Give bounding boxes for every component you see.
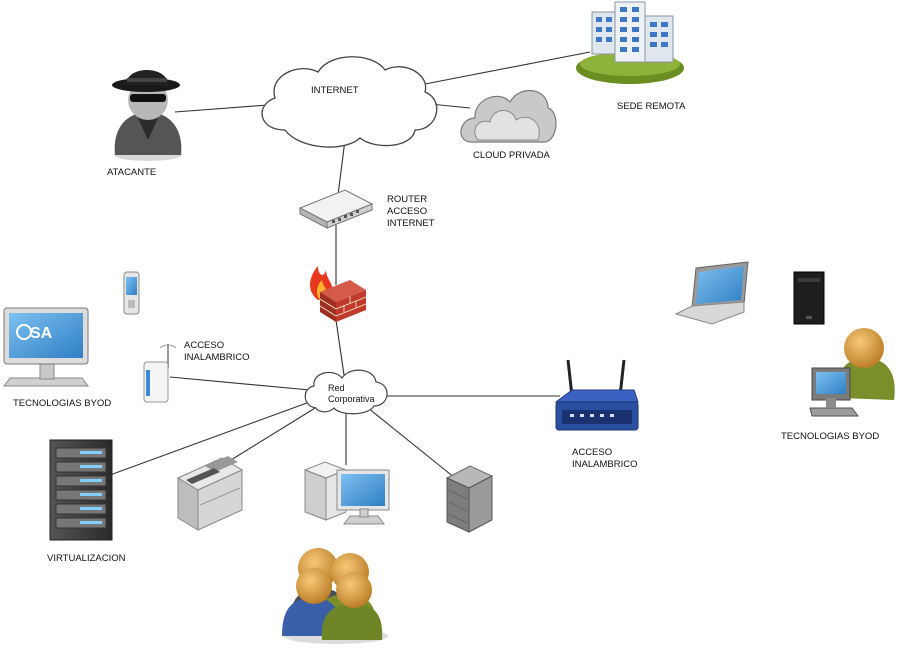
firewall-icon [310, 266, 367, 322]
router-label-line-3: INTERNET [387, 218, 435, 229]
router-label-line-1: ROUTER [387, 194, 428, 205]
private-cloud-icon [460, 89, 557, 143]
private-cloud-label: CLOUD PRIVADA [473, 150, 550, 161]
remote-office-label: SEDE REMOTA [617, 101, 686, 112]
attacker-label: ATACANTE [107, 167, 157, 178]
corporate-network-cloud-icon [304, 369, 388, 415]
virtualization-server-rack-icon [49, 439, 113, 541]
smartphone-icon [123, 271, 140, 315]
remote-office-building-icon [576, 1, 684, 84]
printer-copier-icon [176, 456, 244, 531]
wireless-access-point-left-icon [143, 344, 177, 403]
workstation-pc-icon [303, 461, 390, 525]
laptop-icon [674, 261, 749, 325]
wireless-router-right-icon [554, 359, 639, 431]
internet-cloud-icon [261, 56, 438, 148]
corporate-network-label: Red Corporativa [328, 383, 375, 405]
router-label-line-2: ACCESO [387, 206, 428, 217]
wireless-right-label-line-2: INALAMBRICO [572, 459, 638, 470]
wireless-left-label-line-2: INALAMBRICO [184, 352, 250, 363]
wireless-access-right-label: ACCESO INALAMBRICO [572, 447, 637, 471]
user-group-icon [282, 548, 388, 644]
wireless-left-label-line-1: ACCESO [184, 340, 225, 351]
internet-router-label: ROUTER ACCESO INTERNET [387, 194, 435, 230]
monitor-logo-text: SA [30, 325, 53, 342]
desktop-tower-dark-icon [793, 271, 825, 325]
server-tower-icon [445, 465, 494, 533]
internet-label: INTERNET [311, 85, 359, 96]
wireless-access-left-label: ACCESO INALAMBRICO [184, 340, 249, 364]
corporate-network-label-line-2: Corporativa [328, 394, 375, 404]
byod-user-with-pc-icon [809, 328, 895, 417]
corporate-network-label-line-1: Red [328, 383, 345, 393]
byod-right-label: TECNOLOGIAS BYOD [781, 431, 880, 442]
connection-lines [109, 51, 591, 479]
wireless-right-label-line-1: ACCESO [572, 447, 613, 458]
virtualization-label: VIRTUALIZACION [47, 553, 126, 564]
byod-monitor-icon: SA [3, 307, 89, 387]
attacker-spy-icon [112, 70, 182, 161]
internet-router-icon [298, 189, 374, 229]
byod-left-label: TECNOLOGIAS BYOD [13, 398, 112, 409]
